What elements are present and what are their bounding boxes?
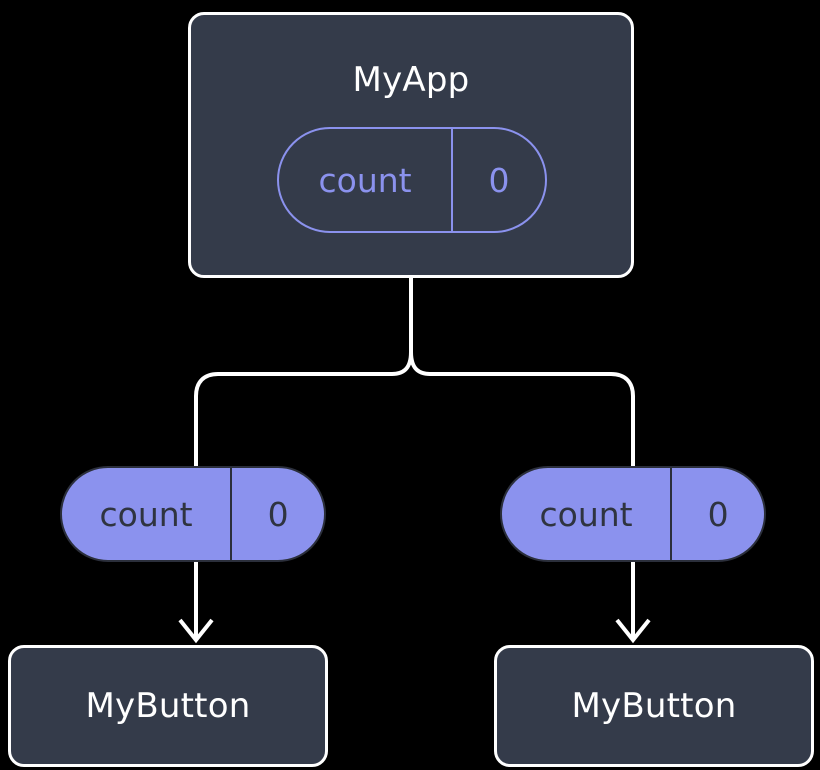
component-title-myapp: MyApp [352,60,470,100]
component-node-mybutton-left[interactable]: MyButton [8,645,328,767]
prop-pill-key: count [99,494,193,534]
arrow-head-left-icon [178,618,214,644]
prop-pill-key: count [539,494,633,534]
prop-pill-left[interactable]: count 0 [60,466,326,562]
prop-pill-value: 0 [230,468,324,560]
prop-pill-value: 0 [670,468,764,560]
arrow-head-right-icon [615,618,651,644]
connector-branch-right [409,351,635,470]
component-title-mybutton: MyButton [571,686,737,726]
state-pill-key: count [318,160,412,200]
state-pill-myapp[interactable]: count 0 [277,127,547,233]
state-pill-value: 0 [451,129,545,231]
connector-branch-left [194,351,413,470]
prop-pill-right[interactable]: count 0 [500,466,766,562]
component-title-mybutton: MyButton [85,686,251,726]
component-node-mybutton-right[interactable]: MyButton [494,645,814,767]
